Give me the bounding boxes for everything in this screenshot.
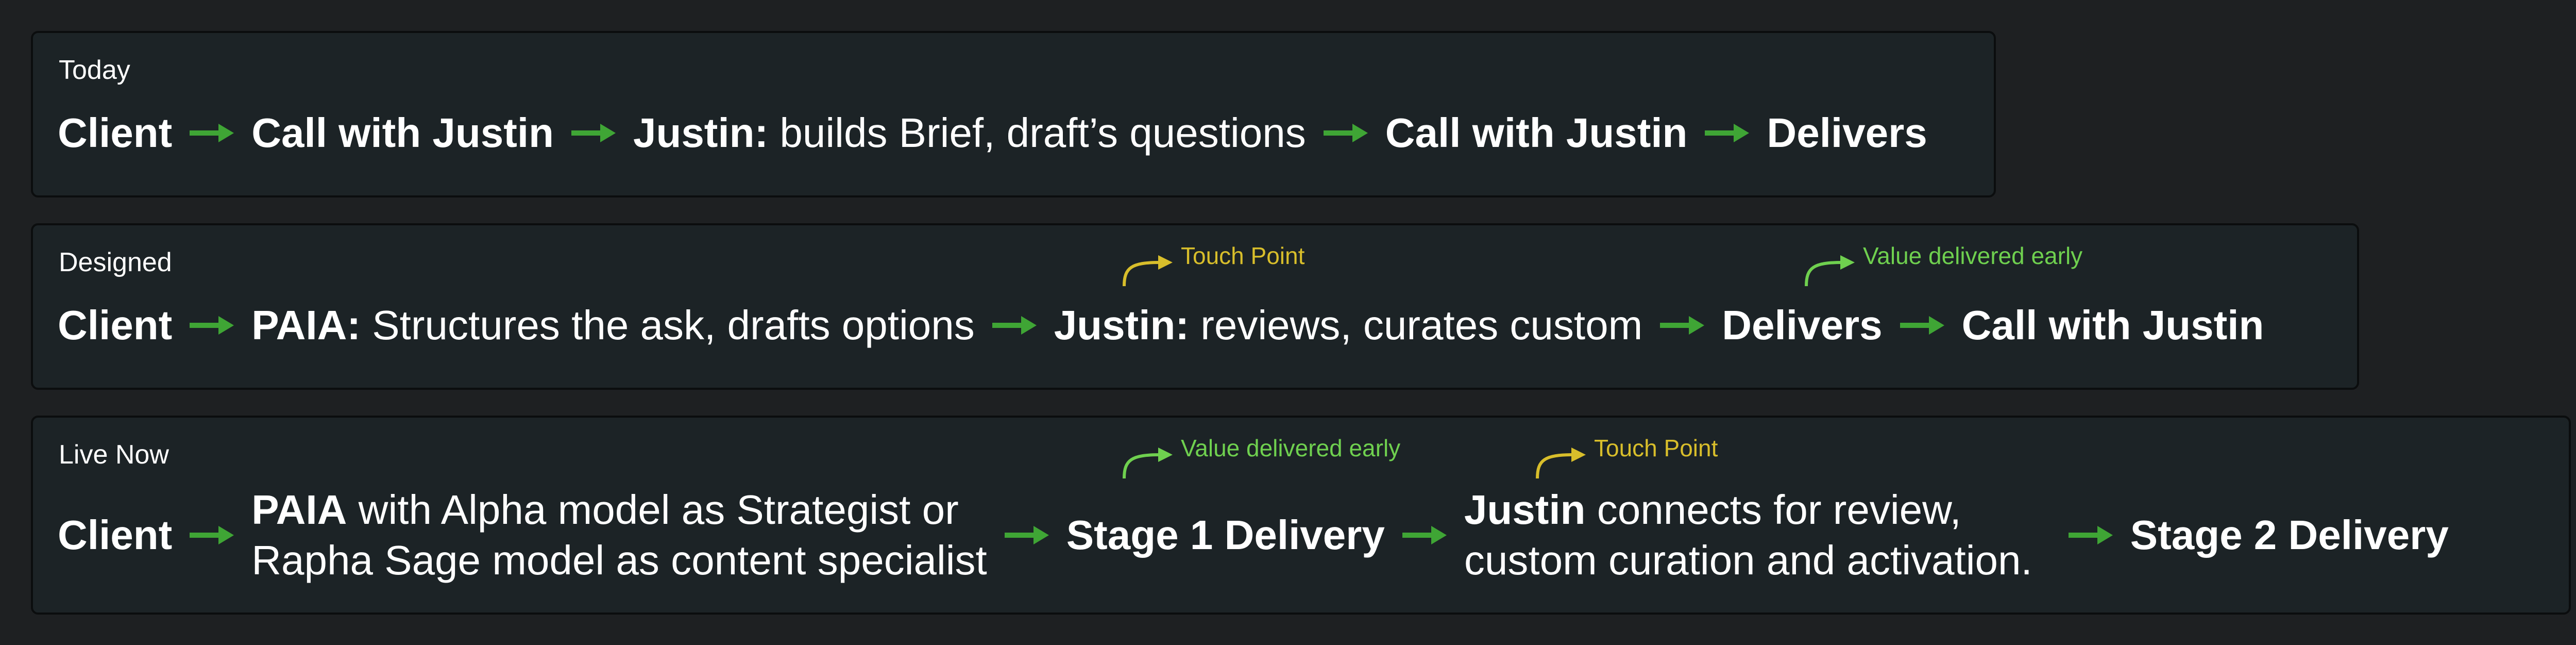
flow-step-stage-1-delivery: Stage 1 Delivery [1066,511,1385,558]
flow-step-paia: PAIA with Alpha model as Strategist or R… [251,487,987,583]
flow-panel-live-now: Live Now Value delivered early Touch Poi… [31,416,2571,615]
flow-panel-today: Today Client Call with Justin Justin: bu… [31,31,1996,197]
flow-step-client: Client [58,110,173,156]
right-arrow-icon [1402,525,1447,545]
panel-label: Live Now [59,440,169,470]
right-arrow-icon [2068,525,2113,545]
flow-step-delivers: Delivers [1767,110,1927,156]
right-arrow-icon [571,123,616,143]
flow-row: Client PAIA with Alpha model as Strategi… [58,485,2449,585]
panel-label: Designed [59,247,172,277]
callout-value-delivered: Value delivered early [1120,433,1400,479]
callout-value-delivered: Value delivered early [1802,241,2082,287]
flow-step-call: Call with Justin [251,110,554,156]
curved-arrow-icon [1805,255,1855,287]
flow-step-stage-2-delivery: Stage 2 Delivery [2130,511,2449,558]
callout-touch-point: Touch Point [1120,241,1304,287]
right-arrow-icon [190,123,234,143]
flow-row: Client PAIA: Structures the ask, drafts … [58,300,2264,351]
flow-step-justin: Justin connects for review, custom curat… [1464,487,2032,583]
flow-step-call: Call with Justin [1385,110,1688,156]
right-arrow-icon [1323,123,1368,143]
curved-arrow-icon [1123,255,1173,287]
panel-label: Today [59,55,130,85]
curved-arrow-icon [1536,448,1586,479]
flow-row: Client Call with Justin Justin: builds B… [58,108,1927,158]
right-arrow-icon [190,315,234,336]
flow-step-client: Client [58,302,173,348]
right-arrow-icon [1705,123,1750,143]
flow-step-client: Client [58,511,173,558]
right-arrow-icon [1660,315,1705,336]
flow-step-call: Call with Justin [1961,302,2264,348]
callout-touch-point: Touch Point [1533,433,1718,479]
flow-step-justin: Justin: builds Brief, draft’s questions [633,110,1306,156]
flow-panel-designed: Designed Touch Point Value delivered ear… [31,223,2359,390]
right-arrow-icon [992,315,1037,336]
flow-step-paia: PAIA: Structures the ask, drafts options [251,302,975,348]
curved-arrow-icon [1123,448,1173,479]
right-arrow-icon [1004,525,1049,545]
flow-step-justin: Justin: reviews, curates custom [1054,302,1643,348]
flow-step-delivers: Delivers [1722,302,1883,348]
right-arrow-icon [1900,315,1944,336]
right-arrow-icon [190,525,234,545]
